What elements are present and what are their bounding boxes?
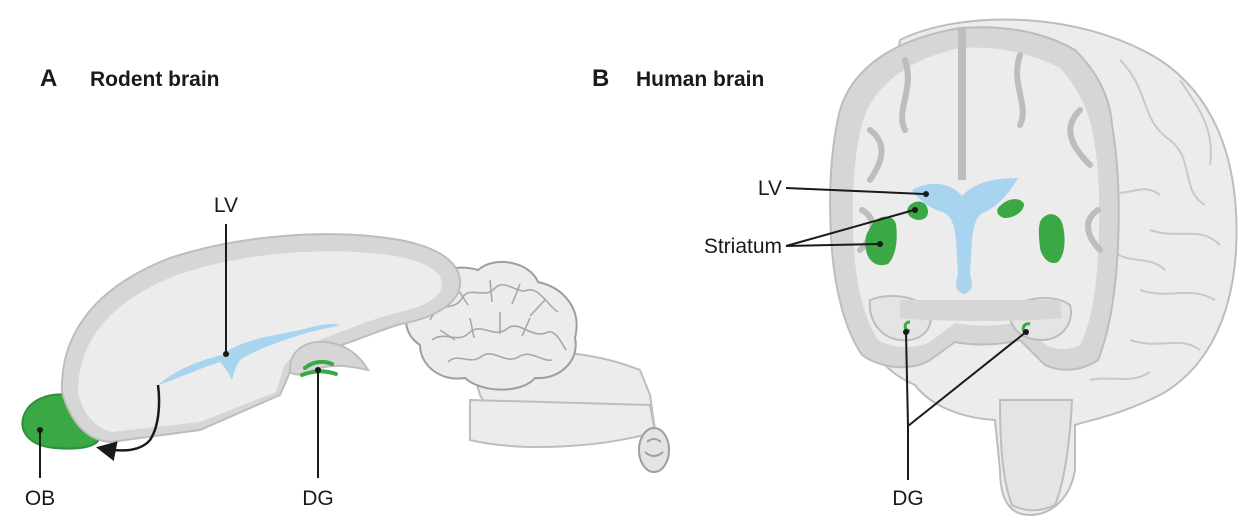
panel-a-title: Rodent brain	[90, 68, 220, 91]
rodent-spinal-cord	[470, 400, 655, 447]
lv-label-b: LV	[758, 177, 782, 200]
rodent-spinal-cord-end	[639, 428, 669, 472]
panel-a-letter: A	[40, 65, 57, 92]
rodent-hippocampus	[290, 342, 368, 375]
lv-label-a: LV	[214, 194, 238, 217]
rodent-brain-illustration	[22, 234, 669, 472]
panel-a: A Rodent brain	[22, 65, 669, 510]
ob-label: OB	[25, 487, 55, 510]
dg-dot-a	[315, 367, 321, 373]
panel-b: B Human brain	[592, 20, 1236, 515]
lv-dot-a	[223, 351, 229, 357]
dg-label-b: DG	[892, 487, 924, 510]
striatum-label: Striatum	[704, 235, 782, 258]
panel-b-title: Human brain	[636, 68, 764, 91]
human-brain-illustration	[830, 20, 1236, 515]
dg-dot-b-left	[903, 329, 909, 335]
striatum-dot-upper	[912, 207, 918, 213]
ob-dot	[37, 427, 43, 433]
human-basal-region	[900, 300, 1062, 321]
dg-label-a: DG	[302, 487, 334, 510]
dg-dot-b-right	[1023, 329, 1029, 335]
panel-b-letter: B	[592, 65, 609, 92]
striatum-dot-lower	[877, 241, 883, 247]
lv-dot-b	[923, 191, 929, 197]
